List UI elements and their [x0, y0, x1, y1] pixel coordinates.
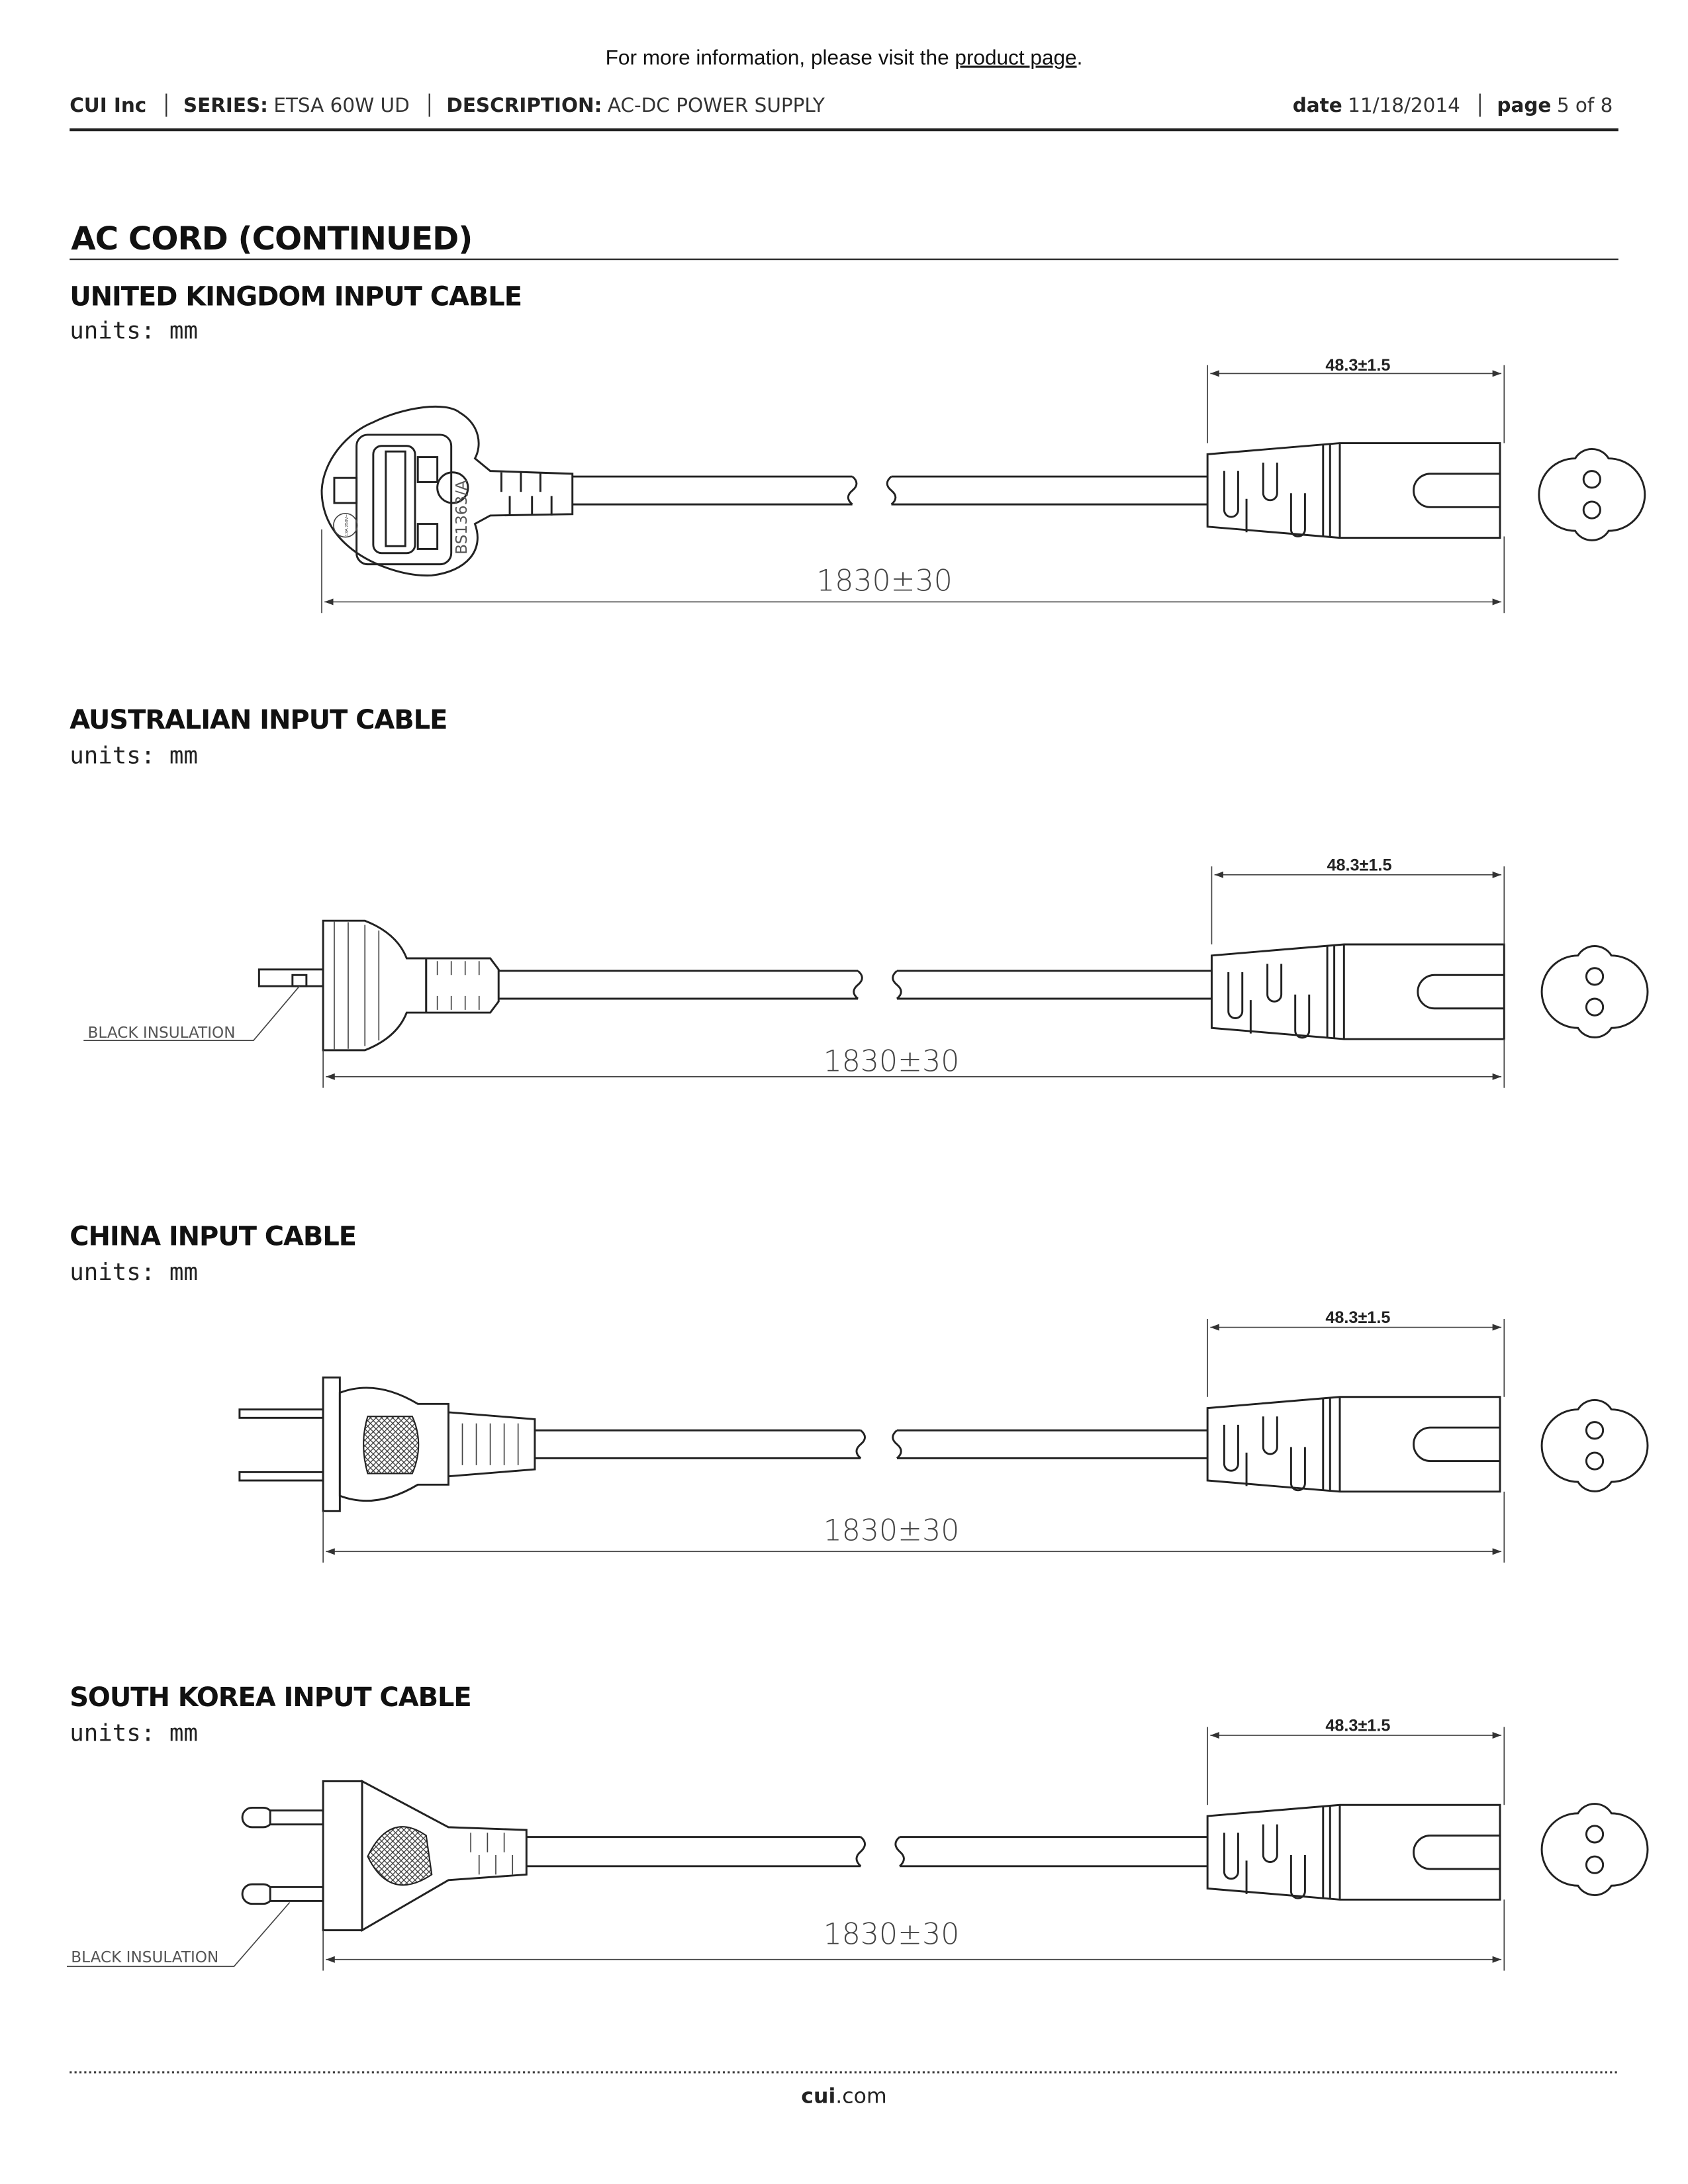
date-label: date [1293, 94, 1342, 116]
uk-cable-section: UNITED KINGDOM INPUT CABLE units: mm 13A… [70, 281, 1646, 614]
fuse-rating-badge [333, 512, 358, 538]
description-value: AC-DC POWER SUPPLY [608, 94, 825, 116]
units-label: units: mm [70, 318, 198, 345]
section-title: AC CORD (CONTINUED) [71, 220, 472, 257]
dimensions: 48.3±1.5 1830±30 [322, 856, 1505, 1088]
info-text: For more information, please visit the [606, 45, 955, 69]
fuse-rating: 13A 250V~ [345, 514, 350, 536]
page-footer: cui.com [70, 2071, 1618, 2108]
dimensions: 48.3±1.5 1830±30 [321, 356, 1505, 614]
cable-length-dim: 1830±30 [823, 1918, 960, 1952]
cable-length-dim: 1830±30 [823, 1044, 960, 1078]
south-korea-cable-section: SOUTH KOREA INPUT CABLE units: mm BLACK … [66, 1682, 1649, 1971]
header-right: date 11/18/2014 │ page 5 of 8 [1293, 93, 1613, 117]
cable-title: UNITED KINGDOM INPUT CABLE [70, 281, 522, 312]
date-value: 11/18/2014 [1348, 94, 1460, 116]
page-number: 5 of 8 [1557, 94, 1613, 116]
uk-plug-drawing: 13A 250V~ BS1363/A [320, 405, 1646, 576]
insulation-callout: BLACK INSULATION [71, 1949, 218, 1966]
dimensions: 48.3±1.5 1830±30 [322, 1717, 1505, 1971]
series-value: ETSA 60W UD [273, 94, 409, 116]
cable-length-dim: 1830±30 [823, 1514, 960, 1547]
page-header: For more information, please visit the p… [70, 45, 1618, 132]
cable-length-dim: 1830±30 [816, 565, 953, 598]
site-bold: cui [801, 2084, 835, 2108]
australia-cable-section: AUSTRALIAN INPUT CABLE units: mm BLACK I… [70, 705, 1649, 1088]
footer-site-link[interactable]: cui.com [801, 2084, 886, 2108]
australia-plug-drawing: BLACK INSULATION [83, 919, 1649, 1052]
connector-length-dim: 48.3±1.5 [1325, 1308, 1390, 1327]
product-page-link[interactable]: product page [955, 45, 1076, 69]
series-label: SERIES: [183, 94, 268, 116]
connector-length-dim: 48.3±1.5 [1325, 356, 1390, 375]
connector-length-dim: 48.3±1.5 [1325, 1717, 1390, 1735]
page-label: page [1497, 94, 1551, 116]
description-label: DESCRIPTION: [446, 94, 602, 116]
units-label: units: mm [70, 742, 198, 769]
insulation-callout: BLACK INSULATION [88, 1024, 236, 1042]
units-label: units: mm [70, 1719, 198, 1747]
header-left: CUI Inc │ SERIES: ETSA 60W UD │ DESCRIPT… [70, 93, 825, 117]
site-rest: .com [835, 2084, 886, 2108]
cable-title: AUSTRALIAN INPUT CABLE [70, 705, 447, 735]
info-period: . [1077, 45, 1083, 69]
china-cable-section: CHINA INPUT CABLE units: mm 48.3±1.5 183… [70, 1221, 1649, 1563]
units-label: units: mm [70, 1259, 198, 1286]
connector-length-dim: 48.3±1.5 [1327, 856, 1391, 874]
company-name: CUI Inc [70, 94, 146, 116]
china-plug-drawing [238, 1376, 1649, 1512]
bs-marking: BS1363/A [453, 480, 471, 555]
info-line: For more information, please visit the p… [606, 45, 1083, 69]
south-korea-plug-drawing: BLACK INSULATION [66, 1780, 1649, 1968]
cable-title: SOUTH KOREA INPUT CABLE [70, 1682, 471, 1713]
dimensions: 48.3±1.5 1830±30 [322, 1308, 1505, 1563]
cable-title: CHINA INPUT CABLE [70, 1221, 356, 1251]
